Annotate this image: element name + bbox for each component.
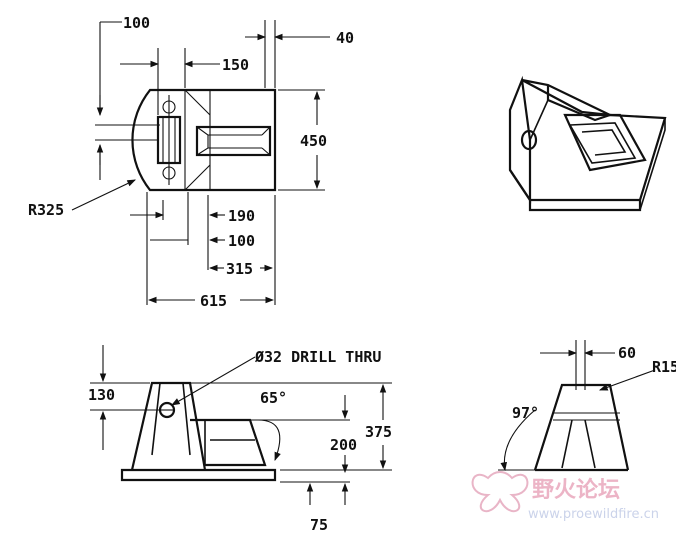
dim-r325: R325 [28, 201, 64, 219]
dim-150: 150 [222, 56, 249, 74]
dim-100-top: 100 [123, 14, 150, 32]
watermark: 野火论坛 www.proewildfire.cn [471, 471, 659, 522]
dim-r15: R15 [652, 358, 676, 376]
dim-200: 200 [330, 436, 357, 454]
dim-75: 75 [310, 516, 328, 533]
dim-450: 450 [300, 132, 327, 150]
hole-note: Ø32 DRILL THRU [254, 348, 381, 366]
watermark-chinese: 野火论坛 [532, 477, 620, 503]
top-view: 100 40 150 450 R325 190 [28, 14, 354, 310]
isometric-view [508, 75, 667, 212]
dim-100-bottom: 100 [228, 232, 255, 250]
dim-97deg: 97° [512, 404, 539, 422]
dim-190: 190 [228, 207, 255, 225]
dim-615: 615 [200, 292, 227, 310]
dim-130: 130 [88, 386, 115, 404]
butterfly-logo-icon [471, 471, 529, 513]
front-view: Ø32 DRILL THRU 130 65° 375 200 75 [88, 345, 392, 533]
dim-65deg: 65° [260, 389, 287, 407]
dim-60: 60 [618, 344, 636, 362]
side-view: 60 R15 97° [498, 340, 676, 472]
dim-315: 315 [226, 260, 253, 278]
dim-40: 40 [336, 29, 354, 47]
watermark-url: www.proewildfire.cn [528, 507, 659, 522]
dim-375: 375 [365, 423, 392, 441]
